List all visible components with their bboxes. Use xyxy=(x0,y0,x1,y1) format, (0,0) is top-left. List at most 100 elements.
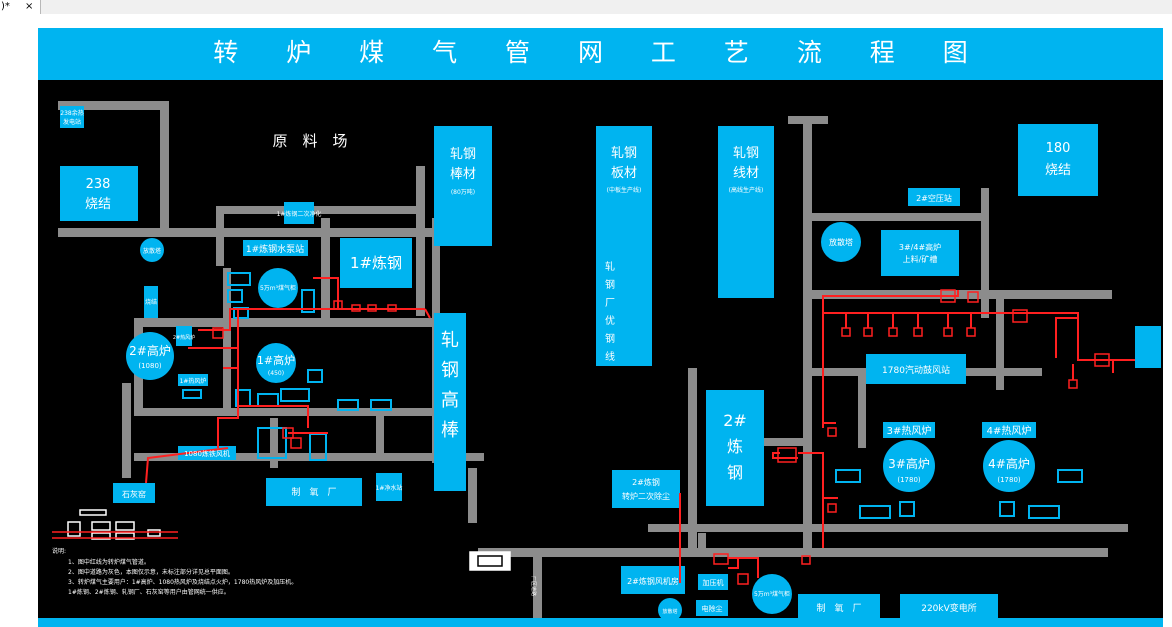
legend-symbol xyxy=(147,529,161,537)
road xyxy=(216,206,224,266)
label-raw-material-yard: 原 料 场 xyxy=(272,132,347,150)
blast-furnace-4 xyxy=(983,440,1035,492)
legend-symbol xyxy=(115,521,135,531)
equipment-box xyxy=(835,469,861,483)
valve xyxy=(737,573,749,585)
valve xyxy=(387,304,397,312)
valve xyxy=(863,327,873,337)
label-bf34-feed-a: 3#/4#高炉 xyxy=(899,242,941,252)
road xyxy=(981,188,989,318)
valve xyxy=(967,291,979,303)
dust-removal-2 xyxy=(612,470,680,508)
road xyxy=(134,318,434,327)
label-road: 厂区道路 xyxy=(530,576,537,596)
label-lime-kiln: 石灰窑 xyxy=(122,489,146,499)
equipment-box xyxy=(182,389,202,399)
gas-holder-1 xyxy=(258,268,298,308)
road xyxy=(216,206,416,214)
document-tab[interactable]: )* × xyxy=(0,0,41,14)
note-1: 1、图中红线为转炉煤气管道。 xyxy=(68,558,150,566)
substation-238 xyxy=(60,106,84,128)
equipment-box xyxy=(257,427,287,459)
label-hot-stove-3: 3#热风炉 xyxy=(887,424,932,437)
label-electro-precipitator: 电除尘 xyxy=(702,604,723,613)
road xyxy=(58,228,438,237)
valve xyxy=(1094,353,1110,367)
label-bf2-a: 2#高炉 xyxy=(129,343,171,358)
label-special-3: 厂 xyxy=(605,298,615,309)
label-bar-mill-b: 棒材 xyxy=(450,167,476,182)
label-substation-a: 238余热 xyxy=(60,109,83,117)
flare-tower-left xyxy=(140,238,164,262)
label-air-compressor: 2#空压站 xyxy=(916,193,952,203)
cad-viewport[interactable]: 转 炉 煤 气 管 网 工 艺 流 程 图 xyxy=(0,14,1172,627)
label-high-bar-4: 棒 xyxy=(441,420,459,441)
equipment-box xyxy=(301,289,315,313)
valve xyxy=(777,447,797,463)
water-station-1 xyxy=(376,473,402,501)
label-substation-b: 发电站 xyxy=(63,118,81,126)
label-flare-left: 放散塔 xyxy=(143,247,161,255)
pipe xyxy=(145,447,229,484)
valve xyxy=(333,300,343,310)
label-bar-mill-a: 轧钢 xyxy=(450,147,476,162)
equipment-box xyxy=(370,399,392,411)
label-wire-mill-c: (高线生产线) xyxy=(729,186,764,194)
label-sinter-water: 烧结 xyxy=(145,298,157,306)
pipe xyxy=(728,557,759,578)
pipe xyxy=(424,308,431,319)
label-flare-bottom: 放散塔 xyxy=(662,608,677,615)
road xyxy=(478,548,1108,557)
legend-symbol xyxy=(67,521,81,537)
label-hot-stove-4: 4#热风炉 xyxy=(987,424,1032,437)
label-sinter238-a: 238 xyxy=(86,177,111,192)
gas-pipelines xyxy=(145,277,1135,583)
label-high-bar-2: 钢 xyxy=(441,360,459,381)
legend-symbol xyxy=(115,532,135,540)
label-steelmaking-2-a: 2# xyxy=(723,411,747,430)
title-bar: 转 炉 煤 气 管 网 工 艺 流 程 图 xyxy=(38,28,1163,80)
valve xyxy=(367,304,377,312)
pipe xyxy=(728,558,739,569)
label-bf3-a: 3#高炉 xyxy=(888,456,930,471)
equipment-small xyxy=(182,272,1083,519)
valve xyxy=(801,555,811,565)
valve xyxy=(943,327,953,337)
notes-heading: 说明: xyxy=(52,547,66,555)
legend-symbols xyxy=(52,509,511,571)
equipment-box xyxy=(227,289,243,303)
plate-mill xyxy=(596,126,652,366)
label-bf34-feed-b: 上料/矿槽 xyxy=(903,254,938,264)
valve xyxy=(913,327,923,337)
label-wire-mill-a: 轧钢 xyxy=(733,146,759,161)
hot-stove-2 xyxy=(176,326,192,346)
label-plate-mill-c: (中板生产线) xyxy=(607,186,642,194)
road xyxy=(416,166,425,316)
equipment-box xyxy=(999,501,1015,517)
electro-precipitator xyxy=(696,600,728,616)
road xyxy=(698,533,706,553)
blast-furnace-3 xyxy=(883,440,935,492)
label-plate-mill-b: 板材 xyxy=(611,166,637,181)
valve xyxy=(827,427,837,437)
label-sinter180-b: 烧结 xyxy=(1045,163,1071,178)
hot-stove-1 xyxy=(178,374,208,386)
water-station-2 xyxy=(284,202,314,224)
pipe xyxy=(772,452,798,459)
road xyxy=(788,116,828,124)
label-fan-room-2: 2#炼钢风机房 xyxy=(627,576,679,586)
window-tab-bar: )* × xyxy=(0,0,1172,15)
label-steelmaking-1: 1#炼钢 xyxy=(350,254,402,272)
road xyxy=(648,524,1128,532)
road xyxy=(996,290,1004,390)
label-bf3-b: (1780) xyxy=(897,476,921,484)
booster xyxy=(698,574,728,590)
bottom-bar xyxy=(38,618,1163,627)
label-bf1-b: (450) xyxy=(268,370,284,377)
valve xyxy=(841,327,851,337)
steelmaking-1 xyxy=(340,238,412,288)
close-tab-icon[interactable]: × xyxy=(25,1,34,12)
sinter-180 xyxy=(1018,124,1098,196)
label-dust-removal-b: 转炉二次除尘 xyxy=(622,491,670,501)
process-diagram: 转 炉 煤 气 管 网 工 艺 流 程 图 xyxy=(38,28,1163,627)
